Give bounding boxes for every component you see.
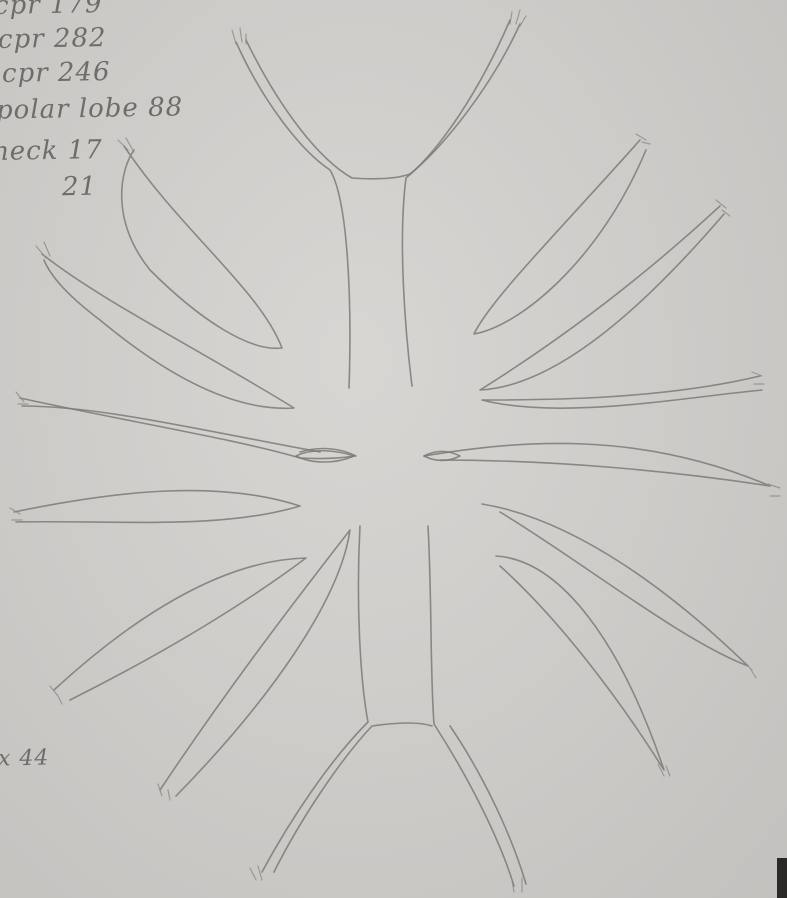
top-spine — [232, 10, 526, 388]
lower-right-spines — [296, 451, 756, 776]
upper-right-spines — [424, 134, 780, 496]
photo-corner-shadow — [777, 858, 787, 898]
bottom-spine — [250, 526, 526, 892]
upper-left-spines — [16, 138, 356, 459]
lower-left-spines — [10, 491, 350, 800]
